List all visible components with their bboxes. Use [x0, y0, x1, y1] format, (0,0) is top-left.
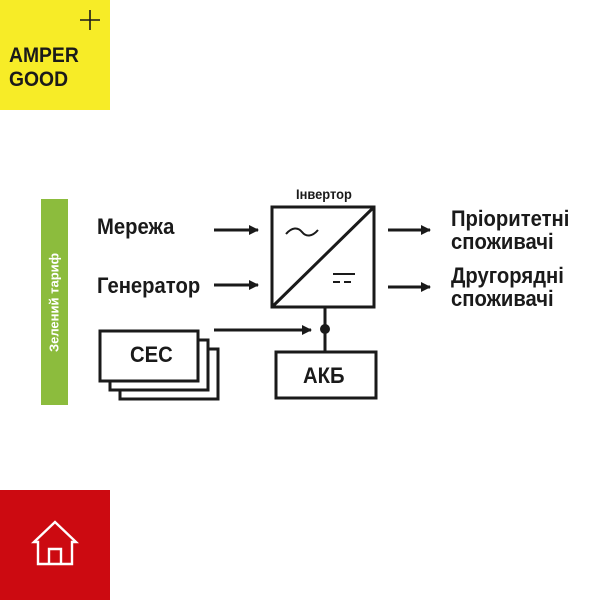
- home-button[interactable]: [0, 490, 110, 600]
- secondary-line-2: споживачі: [451, 286, 554, 311]
- inverter-box: [270, 205, 376, 309]
- priority-line-2: споживачі: [451, 229, 554, 254]
- grid-label: Мережа: [97, 214, 175, 239]
- green-tariff-bar: [41, 199, 68, 405]
- logo-line-2: GOOD: [9, 68, 69, 91]
- inverter-label: Інвертор: [296, 186, 352, 202]
- dc-symbol-icon: [333, 273, 355, 283]
- priority-line-1: Пріоритетні: [451, 206, 570, 231]
- battery-label: АКБ: [303, 363, 345, 388]
- generator-label: Генератор: [97, 273, 201, 298]
- logo-block: AMPER GOOD: [0, 0, 110, 110]
- home-icon: [31, 520, 79, 566]
- plus-icon: [80, 10, 100, 30]
- logo-line-1: AMPER: [9, 44, 79, 67]
- junction-dot: [320, 324, 330, 334]
- logo-wordmark: AMPER GOOD: [9, 44, 96, 92]
- secondary-line-1: Другорядні: [451, 263, 564, 288]
- priority-consumers-label: Пріоритетні споживачі: [451, 207, 569, 253]
- solar-label: СЕС: [130, 342, 173, 367]
- secondary-consumers-label: Другорядні споживачі: [451, 264, 564, 310]
- battery-box: [274, 350, 378, 400]
- ac-symbol-icon: [285, 227, 319, 237]
- solar-stack-front: [98, 329, 200, 383]
